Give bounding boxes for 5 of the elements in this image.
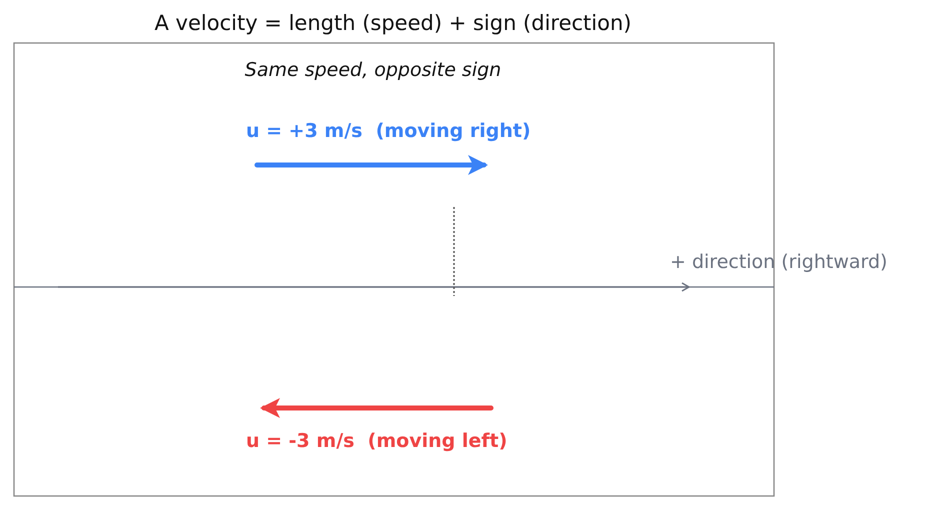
axis-label: + direction (rightward) (670, 253, 888, 272)
velocity-label: u = -3 m/s (moving left) (246, 432, 508, 451)
chart-title: A velocity = length (speed) + sign (direction) (154, 13, 632, 34)
velocity-label: u = +3 m/s (moving right) (246, 122, 531, 141)
subtitle: Same speed, opposite sign (244, 61, 502, 80)
